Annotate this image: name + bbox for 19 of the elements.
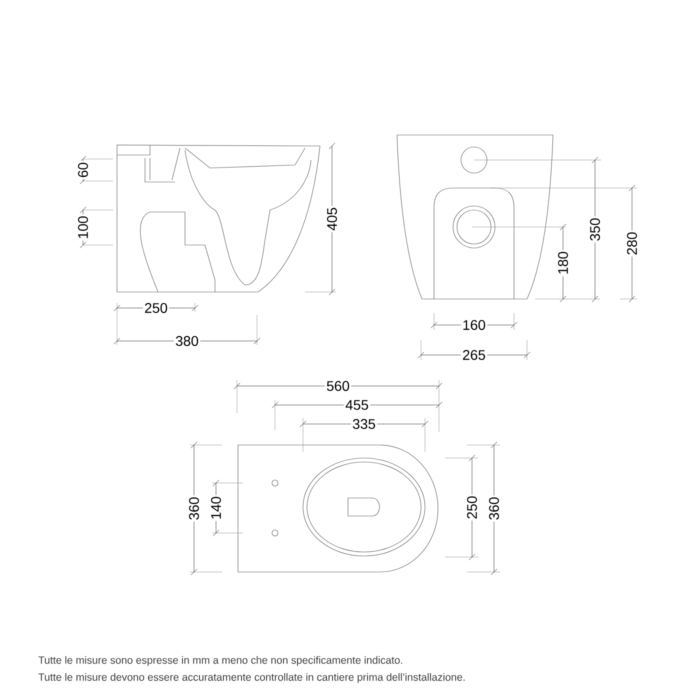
dimension-label: 250: [142, 302, 170, 314]
dimension-label: 265: [460, 348, 488, 362]
dimension-label: 100: [76, 214, 90, 241]
dimension-label: 360: [488, 495, 500, 522]
dimension-label: 455: [344, 398, 370, 412]
dimension-label: 180: [556, 250, 570, 276]
dimension-label: 350: [588, 216, 602, 243]
dimension-label: 560: [324, 380, 352, 392]
dimension-label: 335: [350, 418, 378, 430]
dimension-label: 140: [210, 494, 222, 522]
dimension-label: 405: [326, 206, 338, 232]
note-text: Tutte le misure sono espresse in mm a meno che non specificamente indicato.: [38, 656, 402, 666]
dimension-label: 280: [626, 230, 638, 257]
dimension-label: 380: [174, 334, 200, 348]
note-text: Tutte le misure devono essere accuratamente controllate in cantiere prima dell’installazione.: [38, 673, 465, 683]
dimension-label: 60: [76, 160, 90, 180]
dimension-label: 250: [466, 494, 478, 521]
dimension-label: 160: [460, 318, 488, 332]
dimension-label: 360: [188, 495, 200, 522]
